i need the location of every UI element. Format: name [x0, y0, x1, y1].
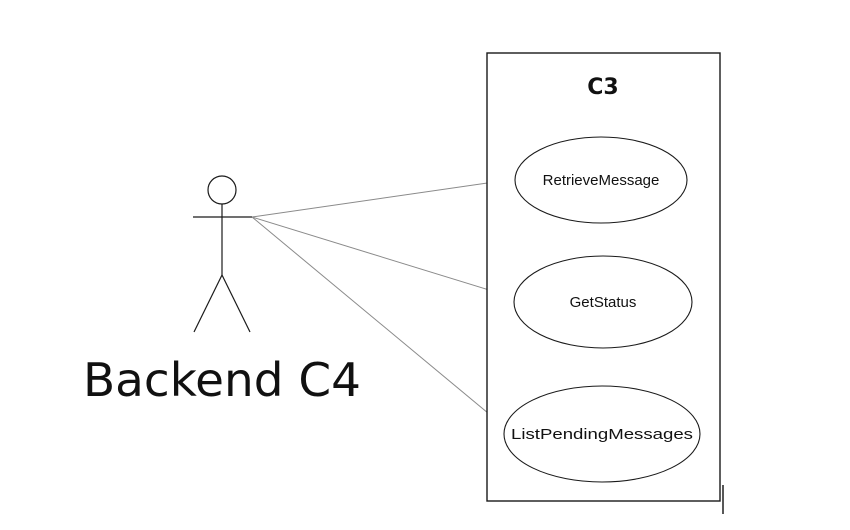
use-case-label: GetStatus — [570, 294, 637, 311]
use-case-list-pending-messages: ListPendingMessages — [503, 385, 701, 483]
association-retrieve-message — [251, 178, 516, 218]
association-list-pending-messages — [251, 216, 507, 429]
use-case-get-status: GetStatus — [513, 255, 693, 349]
use-case-ellipse — [514, 136, 688, 224]
actor-left-leg — [193, 274, 223, 333]
actor-stick-figure-icon — [193, 175, 252, 333]
use-case-ellipse — [503, 385, 701, 483]
actor-right-leg — [221, 274, 251, 333]
system-title: C3 — [587, 75, 618, 100]
use-case-retrieve-message: RetrieveMessage — [514, 136, 688, 224]
actor-name: Backend C4 — [83, 353, 361, 407]
use-case-ellipse — [513, 255, 693, 349]
use-case-label: RetrieveMessage — [543, 172, 660, 189]
associations — [251, 178, 516, 429]
actor-head — [207, 175, 237, 205]
use-case-label: ListPendingMessages — [511, 426, 693, 443]
association-get-status — [251, 216, 516, 299]
